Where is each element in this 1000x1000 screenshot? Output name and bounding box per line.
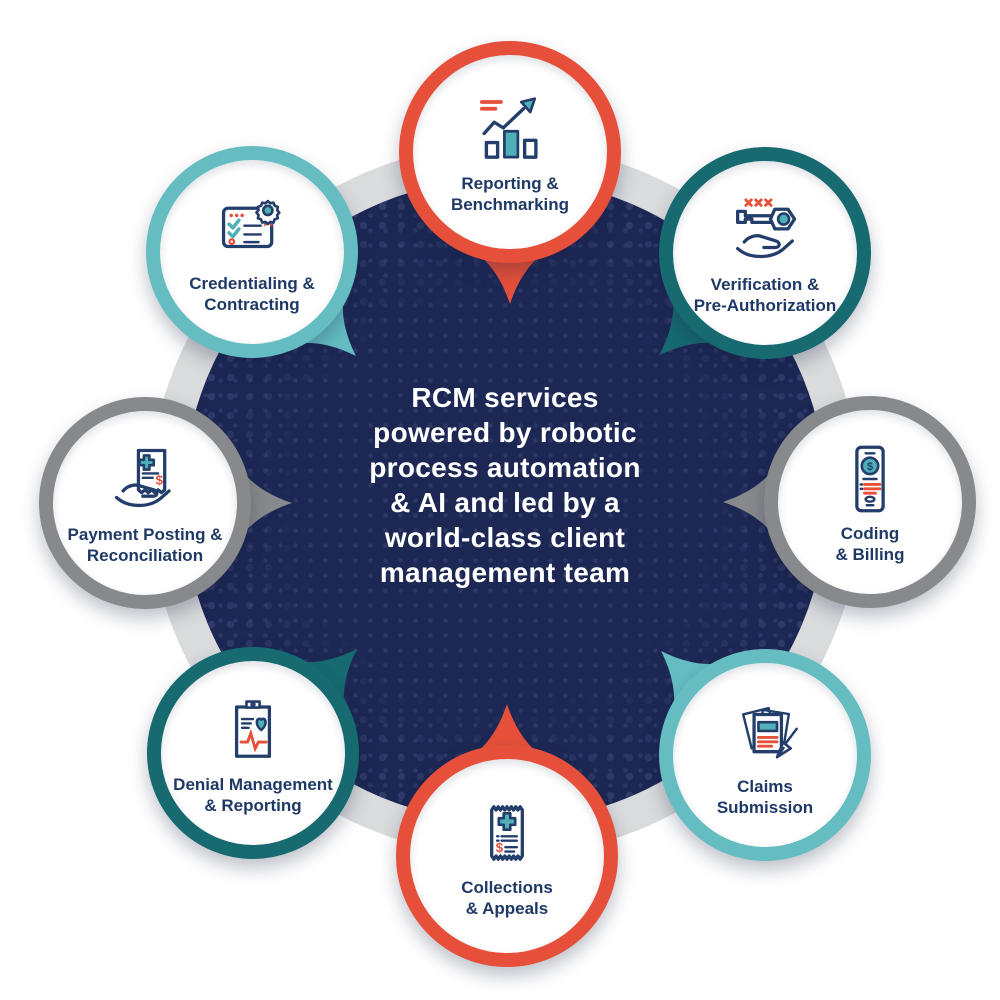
clipboard-heartbeat-icon (215, 691, 291, 769)
service-collections-appeals: $ Collections & Appeals (396, 704, 618, 967)
service-label: Payment Posting & Reconciliation (67, 524, 223, 565)
certificate-checklist-icon (212, 190, 292, 268)
svg-text:$: $ (156, 472, 164, 487)
service-denial-management-reporting: Denial Management & Reporting (147, 647, 359, 859)
documents-pen-icon (725, 693, 805, 771)
service-payment-posting-reconciliation: $ Payment Posting & Reconciliation (39, 397, 292, 609)
service-reporting-benchmarking: Reporting & Benchmarking (399, 41, 621, 304)
service-coding-billing: $ Coding & Billing (723, 396, 976, 608)
svg-text:$: $ (496, 840, 504, 855)
center-headline: RCM services powered by robotic process … (369, 382, 641, 588)
hand-bill-icon: $ (105, 441, 185, 519)
service-claims-submission: Claims Submission (659, 649, 871, 861)
service-label: Denial Management & Reporting (173, 774, 333, 815)
medical-receipt-icon: $ (469, 794, 545, 872)
key-in-hand-icon (725, 191, 805, 269)
service-label: Coding & Billing (835, 523, 905, 564)
svg-text:$: $ (867, 460, 873, 472)
service-label: Credentialing & Contracting (189, 273, 315, 314)
service-label: Claims Submission (716, 776, 814, 817)
service-label: Collections & Appeals (461, 877, 553, 918)
mobile-billing-icon: $ (832, 440, 908, 518)
service-label: Reporting & Benchmarking (450, 173, 570, 214)
service-verification-preauthorization: Verification & Pre-Authorization (659, 147, 871, 359)
service-credentialing-contracting: Credentialing & Contracting (146, 146, 358, 358)
service-label: Verification & Pre-Authorization (693, 274, 837, 315)
bar-chart-growth-icon (470, 90, 550, 168)
